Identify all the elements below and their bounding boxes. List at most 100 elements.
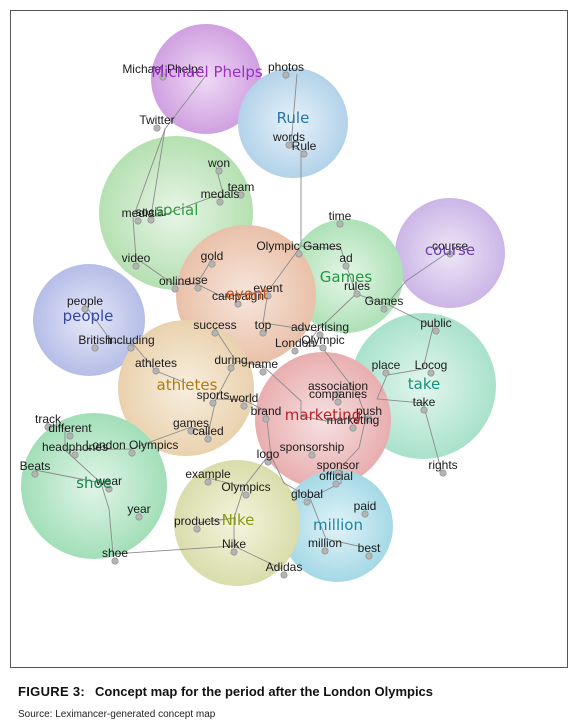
concept-label-push: push [356,404,382,418]
theme-label-take: take [408,375,440,393]
concept-node-adidas [280,571,288,579]
concept-label-nike: Nike [222,537,246,551]
concept-node-london-olympics [128,449,136,457]
concept-label-year: year [127,502,150,516]
concept-node-official [332,480,340,488]
concept-label-time: time [329,209,352,223]
concept-label-social: social [136,205,167,219]
concept-label-michael-phelps: Michael Phelps [122,62,203,76]
concept-node-success [211,329,219,337]
theme-label-people: people [63,307,114,325]
concept-node-world [240,402,248,410]
concept-label-media: media [122,206,155,220]
concept-label-london: London [275,336,315,350]
concept-label-event: event [253,281,283,295]
concept-label-paid: paid [354,499,377,513]
concept-node-use [194,284,202,292]
concept-label-track: track [35,412,62,426]
concept-node-british [91,344,99,352]
concept-node-best [365,552,373,560]
theme-label-shoe: shoe [76,474,112,492]
theme-label-athletes: athletes [157,376,218,394]
concept-node-push [365,415,373,423]
concept-label-team: team [228,180,255,194]
concept-link [45,422,269,555]
concept-label-different: different [48,421,92,435]
theme-label-social: social [156,201,199,219]
concept-label-best: best [358,541,381,555]
concept-node-public [432,327,440,335]
concept-label-official: official [319,469,353,483]
concept-node-marketing [349,424,357,432]
concept-node-advertising [316,331,324,339]
concept-node-rules [353,290,361,298]
concept-node-media [134,217,142,225]
concept-label-online: online [159,274,191,288]
concept-node-rule [300,150,308,158]
concept-node-won [215,167,223,175]
concept-label-shoe: shoe [102,546,128,560]
concept-label-name: name [248,357,278,371]
concept-label-during: during [214,353,247,367]
concept-node-olympics [242,491,250,499]
concept-label-campaign: campaign [212,289,264,303]
concept-label-take: take [413,395,436,409]
concept-node-beats [31,470,39,478]
concept-node-called [204,435,212,443]
concept-link [34,469,102,484]
concept-node-companies [334,398,342,406]
concept-node-people [81,305,89,313]
concept-node-games [380,305,388,313]
concept-link [84,304,187,384]
concept-label-including: including [107,333,154,347]
concept-node-online [171,285,179,293]
theme-bubble-million [281,470,393,582]
concept-node-track [44,423,52,431]
concept-label-global: global [291,487,323,501]
concept-label-headphones: headphones [42,440,108,454]
concept-node-shoe [111,557,119,565]
concept-node-wear [105,485,113,493]
concept-label-called: called [192,424,223,438]
concept-links [34,73,451,570]
concept-link [197,517,235,524]
concept-label-won: won [207,156,230,170]
concept-label-association: association [308,379,368,393]
concept-node-rights [439,469,447,477]
concept-node-london [291,347,299,355]
concept-label-london-olympics: London Olympics [86,438,179,452]
concept-node-different [66,432,74,440]
concept-label-twitter: Twitter [139,113,174,127]
theme-bubble-people [33,264,145,376]
concept-label-british: British [78,333,111,347]
concept-node-year [135,513,143,521]
concept-link [132,73,302,298]
concept-node-brand [262,415,270,423]
concept-label-olympics: Olympics [221,480,270,494]
concept-label-marketing: marketing [327,413,380,427]
concept-link [233,545,283,570]
concept-node-ad [342,262,350,270]
concept-node-words [285,141,293,149]
concept-label-public: public [420,316,451,330]
concept-label-beats: Beats [20,459,51,473]
concept-link [190,398,217,435]
concept-node-logo [264,458,272,466]
figure-caption: FIGURE 3:Concept map for the period afte… [18,684,433,699]
theme-label-course: course [425,241,475,259]
concept-label-photos: photos [268,60,304,74]
concept-label-rules: rules [344,279,370,293]
concept-node-sports [209,399,217,407]
concept-node-products [193,525,201,533]
concept-node-association [334,390,342,398]
concept-label-sponsor: sponsor [317,458,360,472]
concept-label-olympic-games: Olympic Games [256,239,341,253]
concept-label-video: video [122,251,151,265]
concept-label-olympic: Olympic [301,333,344,347]
concept-node-photos [282,71,290,79]
concept-node-place [382,369,390,377]
theme-label-rule: Rule [277,109,310,127]
concept-label-ad: ad [339,251,352,265]
